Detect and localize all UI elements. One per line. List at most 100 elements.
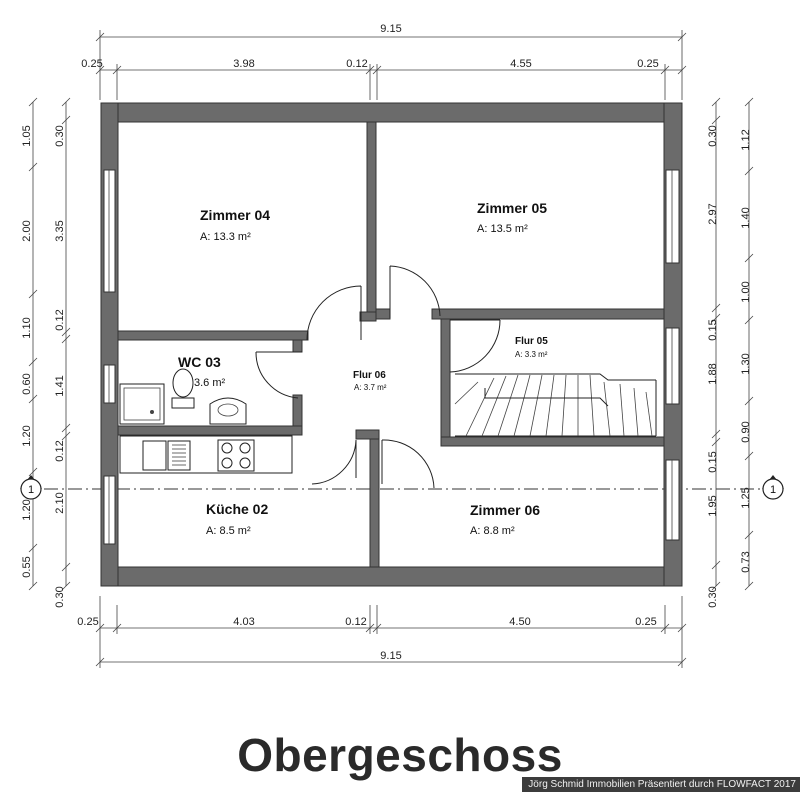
- right-dim-inner: 1.88: [707, 363, 719, 384]
- wall-wc-kueche: [117, 425, 303, 436]
- room-name: Zimmer 04: [200, 207, 270, 223]
- room-area: A: 3.3 m²: [515, 350, 548, 359]
- top-dim-segment: 3.98: [233, 58, 254, 70]
- section-axis: 1 1: [20, 475, 784, 500]
- right-dim-outer: 1.40: [740, 207, 752, 228]
- room-labels: Zimmer 04 A: 13.3 m² Zimmer 05 A: 13.5 m…: [178, 200, 548, 537]
- door-zimmer06: [381, 439, 435, 489]
- outer-wall-top: [100, 102, 683, 123]
- room-area: A: 3.7 m²: [354, 383, 387, 392]
- left-dim-outer: 1.10: [21, 317, 33, 338]
- right-dim-outer: 1.25: [740, 487, 752, 508]
- left-dim-inner: 3.35: [54, 220, 66, 241]
- room-wc03: WC 03 3.6 m²: [178, 354, 226, 389]
- right-dim-inner: 2.97: [707, 203, 719, 224]
- right-dimensions: 0.30 2.97 0.15 1.88 0.15 1.95 0.30 1.12 …: [707, 97, 754, 608]
- room-name: Zimmer 05: [477, 200, 547, 216]
- top-dim-segment: 0.25: [637, 58, 658, 70]
- wall-z04-bottom: [117, 330, 309, 341]
- right-dim-inner: 1.95: [707, 495, 719, 516]
- room-area: A: 13.5 m²: [477, 223, 528, 235]
- right-dim-outer: 1.00: [740, 281, 752, 302]
- right-dim-outer: 0.90: [740, 421, 752, 442]
- left-dim-outer: 0.55: [21, 556, 33, 577]
- right-dim-outer: 1.12: [740, 129, 752, 150]
- left-dim-outer: 1.20: [21, 499, 33, 520]
- left-dim-inner: 2.10: [54, 492, 66, 513]
- wall-z05-bottom: [431, 308, 665, 320]
- left-dim-outer: 0.60: [21, 373, 33, 394]
- svg-text:1: 1: [28, 484, 34, 496]
- room-name: Zimmer 06: [470, 502, 540, 518]
- section-marker-left: 1: [20, 475, 42, 500]
- wall-flur05-left: [440, 318, 451, 440]
- windows: [103, 169, 680, 545]
- kitchen-counter: [119, 435, 293, 474]
- section-marker-right: 1: [762, 475, 784, 500]
- door-zimmer04: [306, 285, 362, 341]
- room-flur06: Flur 06 A: 3.7 m²: [353, 370, 387, 392]
- shower-tray: [119, 383, 165, 425]
- door-zimmer05: [389, 265, 441, 318]
- wc-fixtures: [119, 368, 247, 425]
- right-dim-inner: 0.30: [707, 586, 719, 607]
- right-dim-outer: 1.30: [740, 353, 752, 374]
- room-name: Flur 06: [353, 370, 386, 381]
- room-kueche02: Küche 02 A: 8.5 m²: [206, 501, 268, 537]
- room-area: A: 13.3 m²: [200, 231, 251, 243]
- credit-banner: Jörg Schmid Immobilien Präsentiert durch…: [522, 777, 800, 792]
- top-dimensions: 9.15 0.25 3.98 0.12 4.55 0.25: [81, 23, 687, 100]
- top-dim-segment: 0.12: [346, 58, 367, 70]
- door-wc: [255, 351, 302, 399]
- bottom-dim-segment: 0.12: [345, 616, 366, 628]
- right-dim-inner: 0.30: [707, 125, 719, 146]
- kitchen-sink: [142, 440, 191, 471]
- room-name: Küche 02: [206, 501, 268, 517]
- room-zimmer04: Zimmer 04 A: 13.3 m²: [200, 207, 270, 243]
- left-dim-inner: 0.30: [54, 586, 66, 607]
- top-total-dimension: 9.15: [380, 23, 401, 35]
- bottom-dim-segment: 0.25: [77, 616, 98, 628]
- staircase: [454, 373, 657, 437]
- doors: [255, 265, 501, 489]
- bottom-dim-segment: 0.25: [635, 616, 656, 628]
- svg-text:1: 1: [770, 484, 776, 496]
- room-zimmer06: Zimmer 06 A: 8.8 m²: [470, 502, 540, 537]
- room-area: A: 8.5 m²: [206, 525, 251, 537]
- bottom-dim-segment: 4.03: [233, 616, 254, 628]
- wall-kueche-z06: [369, 429, 380, 568]
- room-zimmer05: Zimmer 05 A: 13.5 m²: [477, 200, 547, 235]
- left-dim-inner: 0.12: [54, 440, 66, 461]
- bottom-total-dimension: 9.15: [380, 650, 401, 662]
- left-dimensions: 1.05 2.00 1.10 0.60 1.20 1.20 0.55 0.30 …: [21, 97, 71, 608]
- washbasin: [209, 397, 247, 425]
- bottom-dim-segment: 4.50: [509, 616, 530, 628]
- bottom-dimensions: 0.25 4.03 0.12 4.50 0.25 9.15: [77, 596, 687, 668]
- left-dim-outer: 1.05: [21, 125, 33, 146]
- room-area: A: 8.8 m²: [470, 525, 515, 537]
- wall-flur05-bottom: [440, 436, 665, 447]
- left-dim-inner: 0.30: [54, 125, 66, 146]
- toilet: [171, 368, 195, 409]
- door-flur05: [449, 319, 501, 373]
- room-name: Flur 05: [515, 336, 548, 347]
- top-dim-segment: 4.55: [510, 58, 531, 70]
- walls: [100, 102, 683, 587]
- left-dim-inner: 1.41: [54, 375, 66, 396]
- right-dim-outer: 0.73: [740, 551, 752, 572]
- room-name: WC 03: [178, 354, 221, 370]
- top-dim-segment: 0.25: [81, 58, 102, 70]
- right-dim-inner: 0.15: [707, 451, 719, 472]
- left-dim-outer: 1.20: [21, 425, 33, 446]
- floor-title: Obergeschoss: [237, 729, 563, 781]
- door-kueche: [311, 439, 357, 485]
- right-dim-inner: 0.15: [707, 319, 719, 340]
- stove: [217, 439, 255, 472]
- room-flur05: Flur 05 A: 3.3 m²: [515, 336, 548, 359]
- kitchen-fixtures: [119, 435, 293, 474]
- wall-z04-z05: [366, 121, 377, 319]
- outer-wall-bottom: [100, 566, 683, 587]
- left-dim-inner: 0.12: [54, 309, 66, 330]
- left-dim-outer: 2.00: [21, 220, 33, 241]
